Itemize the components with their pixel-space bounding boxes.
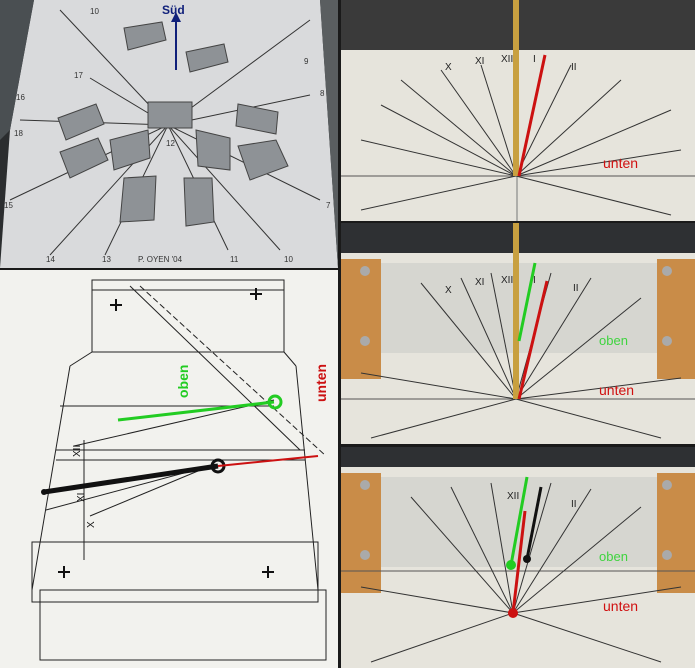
roman-label: II bbox=[571, 499, 577, 510]
red-shadow-line bbox=[517, 54, 547, 177]
green-shadow-line bbox=[509, 476, 529, 566]
black-shadow-line bbox=[43, 463, 219, 495]
green-shadow-line bbox=[517, 262, 537, 342]
roman-label: XII bbox=[501, 275, 513, 286]
roman-label: XII bbox=[501, 54, 513, 65]
photo-dial-1: X XI XII I II unten bbox=[341, 0, 695, 221]
small-number: 9 bbox=[304, 57, 309, 66]
roman-label: X bbox=[445, 62, 452, 73]
roman-label: II bbox=[571, 62, 577, 73]
hour-number: 10 bbox=[284, 255, 293, 264]
photo-house-sundial: 10 9 8 7 17 16 18 15 14 13 12 11 10 P. O… bbox=[0, 0, 338, 268]
small-number: 7 bbox=[326, 201, 331, 210]
unten-label: unten bbox=[603, 598, 638, 614]
hour-number: 12 bbox=[166, 139, 175, 148]
oben-label: oben bbox=[599, 549, 628, 564]
hour-number: 11 bbox=[230, 255, 239, 264]
roman-label: XII bbox=[72, 445, 83, 457]
roman-label: XI bbox=[475, 277, 484, 288]
signature-text: P. OYEN '04 bbox=[138, 255, 183, 264]
photo-dial-3: XII II oben unten bbox=[341, 447, 695, 668]
roman-label: I bbox=[533, 275, 536, 286]
unten-label: unten bbox=[313, 364, 329, 402]
hour-number: 13 bbox=[102, 255, 111, 264]
roman-label: XI bbox=[475, 56, 484, 67]
black-shadow-line bbox=[525, 486, 543, 560]
roman-label: X bbox=[86, 521, 97, 528]
hour-number: 14 bbox=[46, 255, 55, 264]
south-label: Süd bbox=[162, 3, 185, 17]
roman-label: XII bbox=[507, 491, 519, 502]
roman-label: I bbox=[533, 54, 536, 65]
small-number: 8 bbox=[320, 89, 325, 98]
hour-number: 17 bbox=[74, 71, 83, 80]
small-number: 10 bbox=[90, 7, 99, 16]
hour-number: 15 bbox=[4, 201, 13, 210]
oben-label: oben bbox=[175, 365, 191, 398]
hour-number: 16 bbox=[16, 93, 25, 102]
red-shadow-line bbox=[517, 280, 549, 400]
unten-label: unten bbox=[603, 155, 638, 171]
unten-label: unten bbox=[599, 382, 634, 398]
photo-dial-2: X XI XII I II oben unten bbox=[341, 223, 695, 444]
red-shadow-line bbox=[217, 455, 319, 467]
red-shadow-line bbox=[511, 510, 527, 614]
oben-label: oben bbox=[599, 333, 628, 348]
roman-label: XI bbox=[76, 493, 87, 502]
roman-label: X bbox=[445, 285, 452, 296]
roman-label: II bbox=[573, 283, 579, 294]
technical-drawing: oben unten XII XI X bbox=[0, 270, 338, 668]
green-shadow-line bbox=[117, 400, 275, 422]
hour-number: 18 bbox=[14, 129, 23, 138]
